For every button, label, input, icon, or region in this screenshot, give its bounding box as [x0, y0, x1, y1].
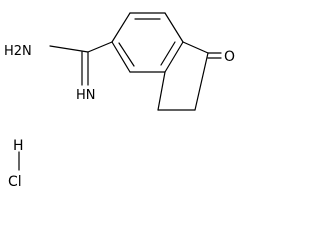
chemical-structure-diagram: H2N HN O H Cl	[4, 12, 235, 190]
bond-ring-upper-left	[111, 12, 131, 43]
bond-carbonyl-to-ch2	[194, 52, 209, 111]
bond-aromatic-inner-left	[118, 42, 135, 67]
structure-canvas: H2N HN O H Cl	[4, 12, 235, 190]
bond-amidine-to-nh2	[49, 45, 89, 53]
bond-ch2-to-ring	[157, 71, 166, 111]
atom-label-imine: HN	[76, 88, 96, 103]
bond-ring5-to-carbonyl	[182, 41, 209, 54]
bond-ring-lower-left	[111, 41, 131, 73]
atom-label-oxygen: O	[224, 49, 235, 65]
bond-ring-upper-right	[164, 12, 184, 43]
bond-aromatic-inner-right	[160, 41, 176, 66]
atom-label-hydrogen: H	[13, 138, 24, 154]
atom-label-chlorine: Cl	[8, 174, 22, 190]
atom-label-amine: H2N	[4, 44, 32, 59]
bond-ring-fusion	[164, 41, 184, 73]
bond-ring-to-amidine	[87, 41, 113, 53]
